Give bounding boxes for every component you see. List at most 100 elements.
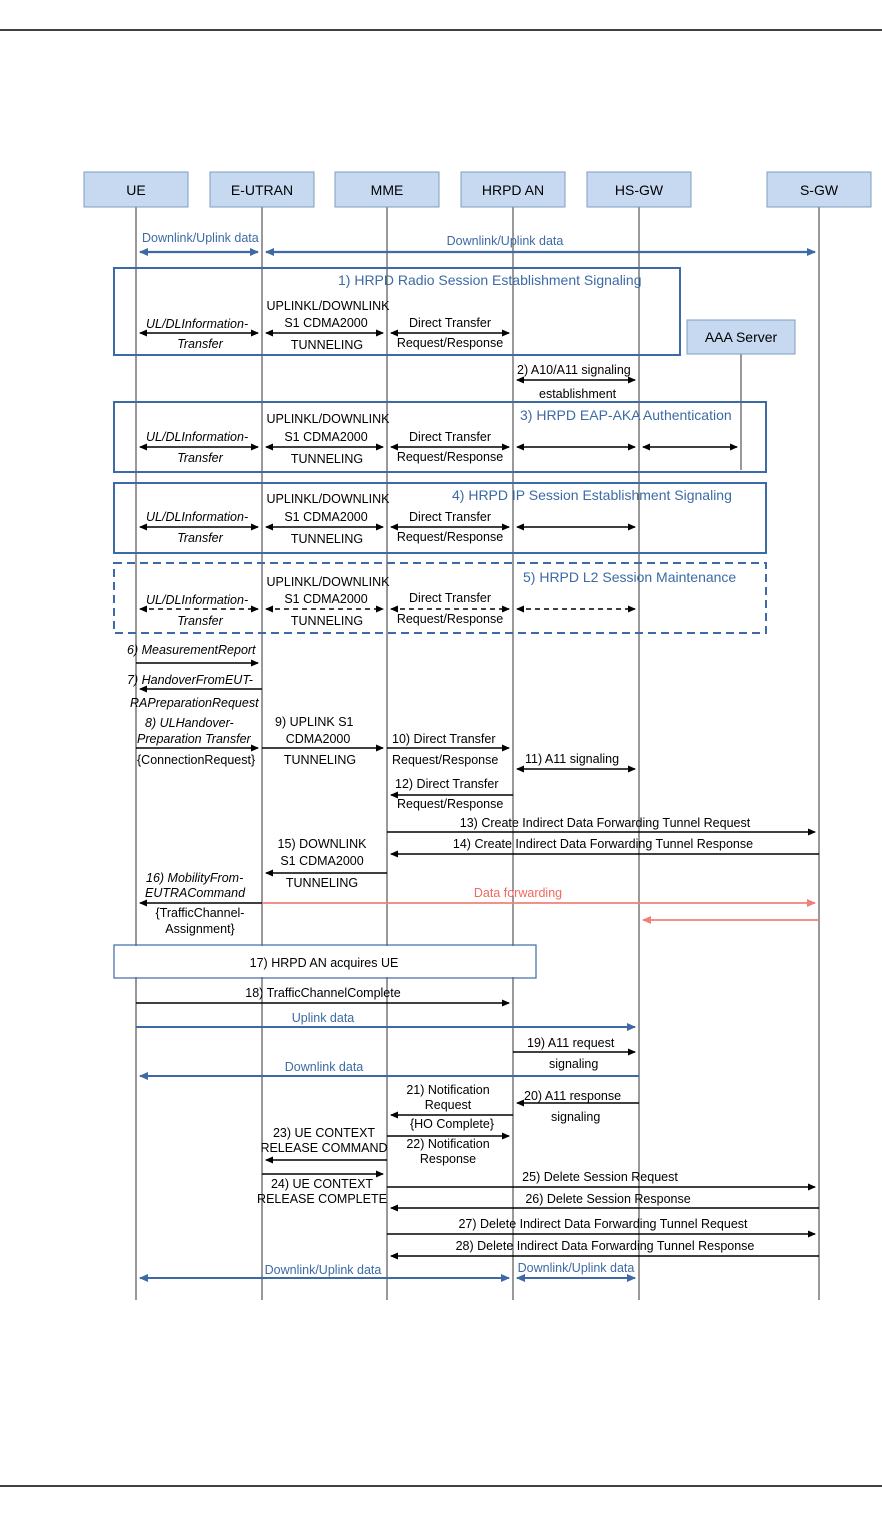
label-ul-dl-info-b5: UL/DLInformation- xyxy=(146,593,248,607)
entity-hs-gw xyxy=(586,171,692,208)
label-m27: 27) Delete Indirect Data Forwarding Tunn… xyxy=(458,1217,748,1231)
label-m7-2: RAPreparationRequest xyxy=(130,696,259,710)
entity-label-hrpd-an: HRPD AN xyxy=(482,182,544,198)
label-tun3-b5: TUNNELING xyxy=(291,614,363,628)
label-tun2-b5: S1 CDMA2000 xyxy=(284,592,367,606)
label-tun1-b5: UPLINKL/DOWNLINK xyxy=(267,575,391,589)
label-tun2-b1: S1 CDMA2000 xyxy=(284,316,367,330)
entity-aaa-server xyxy=(686,319,796,355)
label-m16-2: EUTRACommand xyxy=(145,886,246,900)
label-transfer-b3: Transfer xyxy=(177,451,223,465)
label-m15-1: 15) DOWNLINK xyxy=(278,837,368,851)
label-m20-2: signaling xyxy=(551,1110,600,1124)
label-m15-3: TUNNELING xyxy=(286,876,358,890)
label-m6: 6) MeasurementReport xyxy=(127,643,256,657)
label-ul-dl-info-b1: UL/DLInformation- xyxy=(146,317,248,331)
entity-hrpd-an xyxy=(460,171,566,208)
box-1-title: 1) HRPD Radio Session Establishment Sign… xyxy=(338,272,641,288)
label-m9-3: TUNNELING xyxy=(284,753,356,767)
procedure-boxes xyxy=(113,267,767,979)
label-dt1-b3: Direct Transfer xyxy=(409,430,491,444)
label-dt1-b5: Direct Transfer xyxy=(409,591,491,605)
label-transfer-b5: Transfer xyxy=(177,614,223,628)
entity-label-s-gw: S-GW xyxy=(800,182,839,198)
entity-label-e-utran: E-UTRAN xyxy=(231,182,293,198)
label-tun2-b3: S1 CDMA2000 xyxy=(284,430,367,444)
label-uplink-data: Uplink data xyxy=(292,1011,355,1025)
box-5-title: 5) HRPD L2 Session Maintenance xyxy=(523,569,736,585)
box-1 xyxy=(113,267,681,356)
label-m19-2: signaling xyxy=(549,1057,598,1071)
label-m23-1: 23) UE CONTEXT xyxy=(273,1126,375,1140)
label-dt1-b1: Direct Transfer xyxy=(409,316,491,330)
label-tun3-b3: TUNNELING xyxy=(291,452,363,466)
label-m2-1: 2) A10/A11 signaling xyxy=(517,363,631,377)
label-m8-2: Preparation Transfer xyxy=(137,732,252,746)
label-m19-1: 19) A11 request xyxy=(527,1036,615,1050)
label-dl-ul-1: Downlink/Uplink data xyxy=(142,231,259,245)
label-m26: 26) Delete Session Response xyxy=(525,1192,690,1206)
box-17 xyxy=(113,944,537,979)
label-dt2-b4: Request/Response xyxy=(397,530,503,544)
label-m21-1: 21) Notification xyxy=(406,1083,489,1097)
label-data-forwarding: Data forwarding xyxy=(474,886,562,900)
label-m13: 13) Create Indirect Data Forwarding Tunn… xyxy=(460,816,751,830)
label-m16-1: 16) MobilityFrom- xyxy=(146,871,243,885)
entity-ue xyxy=(83,171,189,208)
label-m22-2: Response xyxy=(420,1152,476,1166)
box-3 xyxy=(113,401,767,473)
entity-e-utran xyxy=(209,171,315,208)
entity-label-hs-gw: HS-GW xyxy=(615,182,664,198)
label-dt2-b5: Request/Response xyxy=(397,612,503,626)
data-forwarding-arrows xyxy=(262,899,819,924)
label-m11: 11) A11 signaling xyxy=(525,752,619,766)
user-plane-arrows xyxy=(136,1023,639,1282)
entity-mme xyxy=(334,171,440,208)
entity-label-mme: MME xyxy=(371,182,404,198)
lifelines xyxy=(135,207,820,1300)
label-ul-dl-info-b3: UL/DLInformation- xyxy=(146,430,248,444)
label-m16-4: Assignment} xyxy=(165,922,234,936)
labels: Downlink/Uplink data Downlink/Uplink dat… xyxy=(127,231,754,1277)
label-m8-3: {ConnectionRequest} xyxy=(137,753,255,767)
box-4-title: 4) HRPD IP Session Establishment Signali… xyxy=(452,487,732,503)
label-transfer-b1: Transfer xyxy=(177,337,223,351)
label-m15-2: S1 CDMA2000 xyxy=(280,854,363,868)
label-m8-1: 8) ULHandover- xyxy=(145,716,234,730)
label-tun3-b4: TUNNELING xyxy=(291,532,363,546)
entity-label-ue: UE xyxy=(126,182,145,198)
label-dt2-b1: Request/Response xyxy=(397,336,503,350)
label-m16-3: {TrafficChannel- xyxy=(156,906,245,920)
label-m18: 18) TrafficChannelComplete xyxy=(245,986,400,1000)
message-arrows xyxy=(136,659,819,1260)
label-m23-2: RELEASE COMMAND xyxy=(260,1141,387,1155)
label-m10-1: 10) Direct Transfer xyxy=(392,732,496,746)
label-dt1-b4: Direct Transfer xyxy=(409,510,491,524)
label-dl-ul-bottom-2: Downlink/Uplink data xyxy=(518,1261,635,1275)
label-tun2-b4: S1 CDMA2000 xyxy=(284,510,367,524)
label-m21-3: {HO Complete} xyxy=(410,1117,494,1131)
label-m21-2: Request xyxy=(425,1098,472,1112)
box-3-title: 3) HRPD EAP-AKA Authentication xyxy=(520,407,732,423)
label-m24-1: 24) UE CONTEXT xyxy=(271,1177,373,1191)
box-4 xyxy=(113,482,767,554)
label-downlink-data: Downlink data xyxy=(285,1060,364,1074)
box-5 xyxy=(113,562,767,634)
entity-boxes: UE E-UTRAN MME HRPD AN HS-GW S-GW AAA Se… xyxy=(83,171,872,355)
entity-s-gw xyxy=(766,171,872,208)
signaling-arrows xyxy=(139,329,738,531)
label-tun3-b1: TUNNELING xyxy=(291,338,363,352)
label-dl-ul-bottom-1: Downlink/Uplink data xyxy=(265,1263,382,1277)
box-17-title: 17) HRPD AN acquires UE xyxy=(250,956,399,970)
label-m24-2: RELEASE COMPLETE xyxy=(257,1192,387,1206)
label-ul-dl-info-b4: UL/DLInformation- xyxy=(146,510,248,524)
label-m20-1: 20) A11 response xyxy=(524,1089,621,1103)
label-m10-2: Request/Response xyxy=(392,753,498,767)
label-m25: 25) Delete Session Request xyxy=(522,1170,678,1184)
label-m22-1: 22) Notification xyxy=(406,1137,489,1151)
label-m12-1: 12) Direct Transfer xyxy=(395,777,499,791)
entity-label-aaa-server: AAA Server xyxy=(705,329,778,345)
label-m28: 28) Delete Indirect Data Forwarding Tunn… xyxy=(456,1239,755,1253)
label-transfer-b4: Transfer xyxy=(177,531,223,545)
